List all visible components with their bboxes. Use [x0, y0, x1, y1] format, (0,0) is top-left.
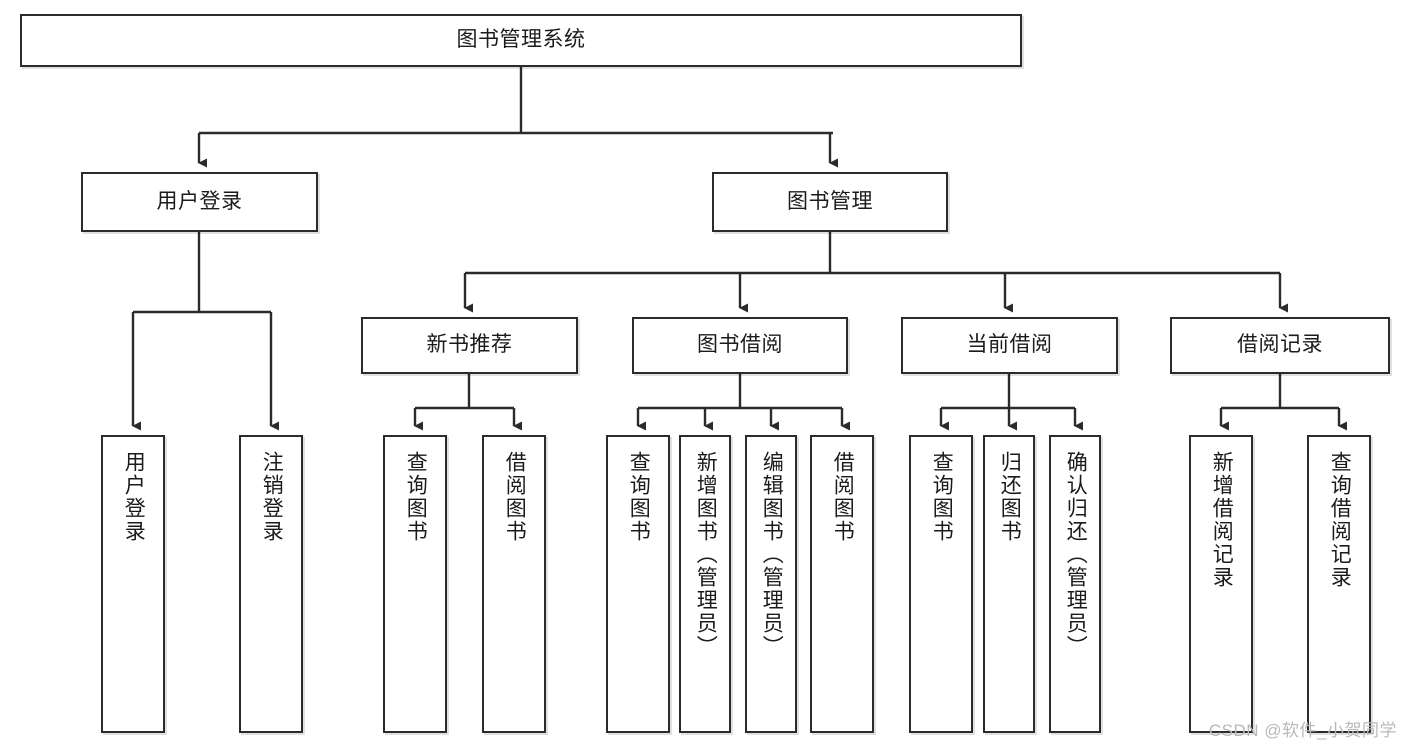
node-book-management[interactable]: 图书管理: [712, 172, 948, 232]
node-book-borrow[interactable]: 图书借阅: [632, 317, 848, 374]
node-leaf-edit-book-label: 编辑图书（管理员）: [760, 451, 784, 658]
node-leaf-return-book-label: 归还图书: [998, 451, 1022, 543]
node-borrow-record-label: 借阅记录: [1237, 333, 1323, 357]
node-leaf-query-book-3[interactable]: 查询图书: [909, 435, 973, 733]
node-leaf-borrow-book-2[interactable]: 借阅图书: [810, 435, 874, 733]
node-leaf-confirm-return[interactable]: 确认归还（管理员）: [1049, 435, 1101, 733]
node-leaf-logout-login-label: 注销登录: [260, 451, 284, 543]
node-leaf-query-book-1-label: 查询图书: [404, 451, 428, 543]
node-leaf-edit-book[interactable]: 编辑图书（管理员）: [745, 435, 797, 733]
node-root-label: 图书管理系统: [456, 28, 586, 52]
node-current-borrow[interactable]: 当前借阅: [901, 317, 1118, 374]
node-leaf-confirm-return-label: 确认归还（管理员）: [1064, 451, 1088, 658]
node-leaf-user-login[interactable]: 用户登录: [101, 435, 165, 733]
node-leaf-add-record[interactable]: 新增借阅记录: [1189, 435, 1253, 733]
node-root[interactable]: 图书管理系统: [20, 14, 1022, 67]
node-new-book-recommend-label: 新书推荐: [426, 333, 513, 357]
watermark: CSDN @软件_小贺同学: [1208, 721, 1397, 740]
node-borrow-record[interactable]: 借阅记录: [1170, 317, 1390, 374]
node-leaf-query-book-1[interactable]: 查询图书: [383, 435, 447, 733]
node-leaf-query-record-label: 查询借阅记录: [1328, 451, 1352, 589]
node-leaf-logout-login[interactable]: 注销登录: [239, 435, 303, 733]
node-leaf-query-book-2-label: 查询图书: [627, 451, 651, 543]
node-leaf-return-book[interactable]: 归还图书: [983, 435, 1035, 733]
node-leaf-query-book-3-label: 查询图书: [930, 451, 954, 543]
node-leaf-add-record-label: 新增借阅记录: [1210, 451, 1234, 589]
node-leaf-user-login-label: 用户登录: [122, 451, 146, 543]
node-leaf-add-book-label: 新增图书（管理员）: [694, 451, 718, 658]
node-leaf-query-book-2[interactable]: 查询图书: [606, 435, 670, 733]
node-user-login[interactable]: 用户登录: [81, 172, 318, 232]
node-book-management-label: 图书管理: [787, 189, 873, 213]
node-current-borrow-label: 当前借阅: [966, 333, 1053, 357]
node-leaf-query-record[interactable]: 查询借阅记录: [1307, 435, 1371, 733]
node-leaf-borrow-book-2-label: 借阅图书: [831, 451, 855, 543]
node-leaf-add-book[interactable]: 新增图书（管理员）: [679, 435, 731, 733]
node-new-book-recommend[interactable]: 新书推荐: [361, 317, 578, 374]
node-book-borrow-label: 图书借阅: [697, 333, 783, 357]
node-leaf-borrow-book-1-label: 借阅图书: [503, 451, 527, 543]
node-user-login-label: 用户登录: [156, 189, 243, 213]
node-leaf-borrow-book-1[interactable]: 借阅图书: [482, 435, 546, 733]
